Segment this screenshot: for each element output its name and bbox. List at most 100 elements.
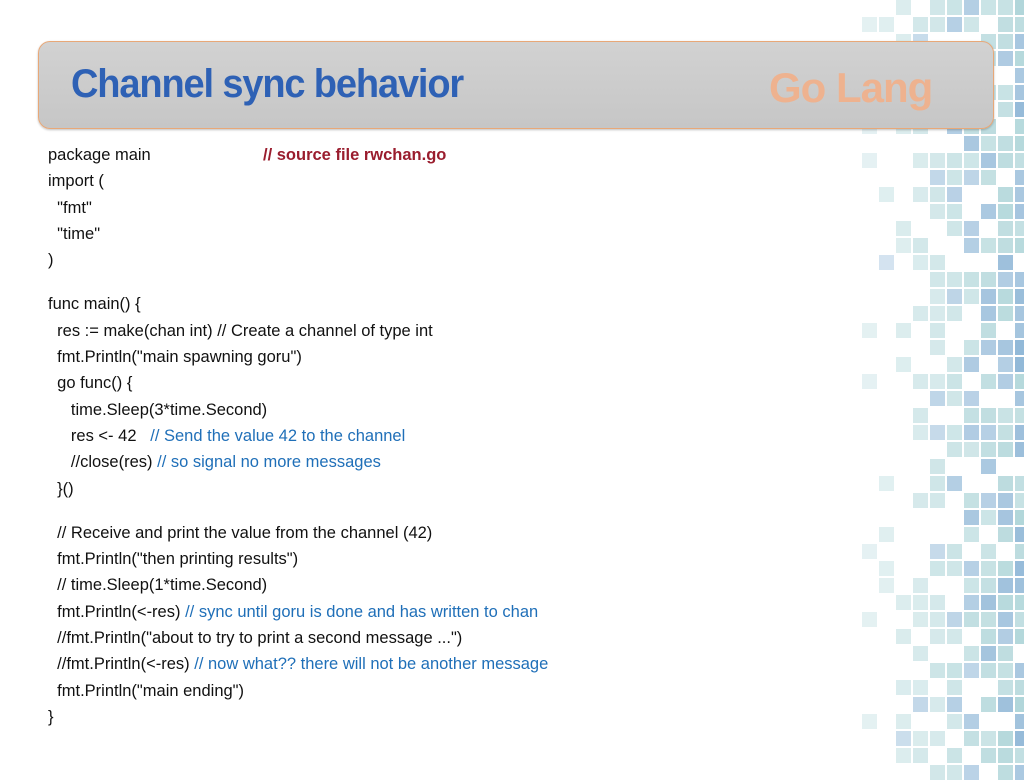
code-text: fmt.Println("then printing results"): [48, 550, 299, 569]
mosaic-tile: [998, 748, 1013, 763]
mosaic-tile: [1015, 731, 1024, 746]
source-file-comment: // source file rwchan.go: [263, 146, 447, 164]
mosaic-tile: [981, 0, 996, 15]
mosaic-tile: [1015, 340, 1024, 355]
mosaic-tile: [930, 204, 945, 219]
mosaic-tile: [947, 612, 962, 627]
mosaic-tile: [930, 459, 945, 474]
mosaic-tile: [930, 476, 945, 491]
mosaic-tile: [981, 544, 996, 559]
mosaic-tile: [862, 323, 877, 338]
mosaic-tile: [998, 238, 1013, 253]
mosaic-tile: [862, 153, 877, 168]
mosaic-tile: [947, 680, 962, 695]
mosaic-tile: [1015, 357, 1024, 372]
mosaic-tile: [896, 629, 911, 644]
mosaic-tile: [879, 578, 894, 593]
mosaic-tile: [964, 765, 979, 780]
code-line: res <- 42 // Send the value 42 to the ch…: [48, 423, 848, 449]
mosaic-tile: [998, 680, 1013, 695]
code-line: //fmt.Println("about to try to print a s…: [48, 625, 848, 651]
mosaic-tile: [913, 595, 928, 610]
mosaic-tile: [1015, 85, 1024, 100]
mosaic-tile: [896, 680, 911, 695]
mosaic-tile: [930, 629, 945, 644]
mosaic-tile: [1015, 170, 1024, 185]
mosaic-tile: [1015, 272, 1024, 287]
mosaic-tile: [964, 731, 979, 746]
mosaic-tile: [930, 17, 945, 32]
mosaic-tile: [964, 663, 979, 678]
mosaic-tile: [1015, 544, 1024, 559]
mosaic-tile: [964, 425, 979, 440]
code-line: }(): [48, 476, 848, 502]
mosaic-tile: [862, 374, 877, 389]
page-title: Channel sync behavior: [71, 62, 464, 106]
mosaic-tile: [947, 476, 962, 491]
code-text: fmt.Println("main spawning goru"): [48, 348, 302, 367]
mosaic-tile: [981, 595, 996, 610]
code-line: ): [48, 247, 848, 273]
mosaic-tile: [964, 340, 979, 355]
mosaic-tile: [947, 714, 962, 729]
mosaic-tile: [998, 527, 1013, 542]
mosaic-tile: [879, 527, 894, 542]
mosaic-tile: [913, 408, 928, 423]
mosaic-tile: [947, 204, 962, 219]
mosaic-tile: [947, 442, 962, 457]
mosaic-tile: [981, 170, 996, 185]
brand-label: Go Lang: [769, 64, 933, 111]
mosaic-tile: [879, 476, 894, 491]
mosaic-tile: [998, 272, 1013, 287]
code-text: // time.Sleep(1*time.Second): [48, 576, 268, 595]
code-line: package main// source file rwchan.go: [48, 142, 848, 168]
mosaic-tile: [981, 510, 996, 525]
mosaic-tile: [930, 697, 945, 712]
mosaic-tile: [981, 272, 996, 287]
mosaic-tile: [964, 221, 979, 236]
mosaic-tile: [981, 748, 996, 763]
mosaic-tile: [998, 204, 1013, 219]
mosaic-tile: [998, 221, 1013, 236]
mosaic-tile: [913, 731, 928, 746]
mosaic-tile: [1015, 629, 1024, 644]
mosaic-tile: [998, 306, 1013, 321]
mosaic-tile: [879, 255, 894, 270]
code-text: //fmt.Println("about to try to print a s…: [48, 629, 463, 648]
mosaic-tile: [913, 680, 928, 695]
mosaic-tile: [947, 663, 962, 678]
mosaic-tile: [964, 357, 979, 372]
mosaic-tile: [947, 374, 962, 389]
mosaic-tile: [964, 391, 979, 406]
mosaic-tile: [964, 646, 979, 661]
code-text: import (: [48, 172, 104, 191]
code-text: res := make(chan int) // Create a channe…: [48, 321, 433, 340]
mosaic-tile: [998, 85, 1013, 100]
code-line: go func() {: [48, 370, 848, 396]
mosaic-tile: [998, 731, 1013, 746]
mosaic-tile: [998, 0, 1013, 15]
code-text: }: [48, 707, 54, 726]
mosaic-tile: [1015, 748, 1024, 763]
mosaic-tile: [998, 595, 1013, 610]
mosaic-tile: [998, 408, 1013, 423]
mosaic-tile: [1015, 391, 1024, 406]
mosaic-tile: [947, 170, 962, 185]
mosaic-tile: [998, 425, 1013, 440]
mosaic-tile: [1015, 527, 1024, 542]
mosaic-tile: [862, 612, 877, 627]
mosaic-tile: [998, 493, 1013, 508]
mosaic-tile: [1015, 663, 1024, 678]
mosaic-tile: [998, 697, 1013, 712]
mosaic-tile: [930, 493, 945, 508]
mosaic-tile: [913, 493, 928, 508]
mosaic-tile: [879, 187, 894, 202]
mosaic-tile: [981, 204, 996, 219]
mosaic-tile: [879, 17, 894, 32]
mosaic-tile: [930, 170, 945, 185]
mosaic-tile: [930, 306, 945, 321]
mosaic-tile: [1015, 204, 1024, 219]
mosaic-tile: [1015, 595, 1024, 610]
mosaic-tile: [981, 561, 996, 576]
